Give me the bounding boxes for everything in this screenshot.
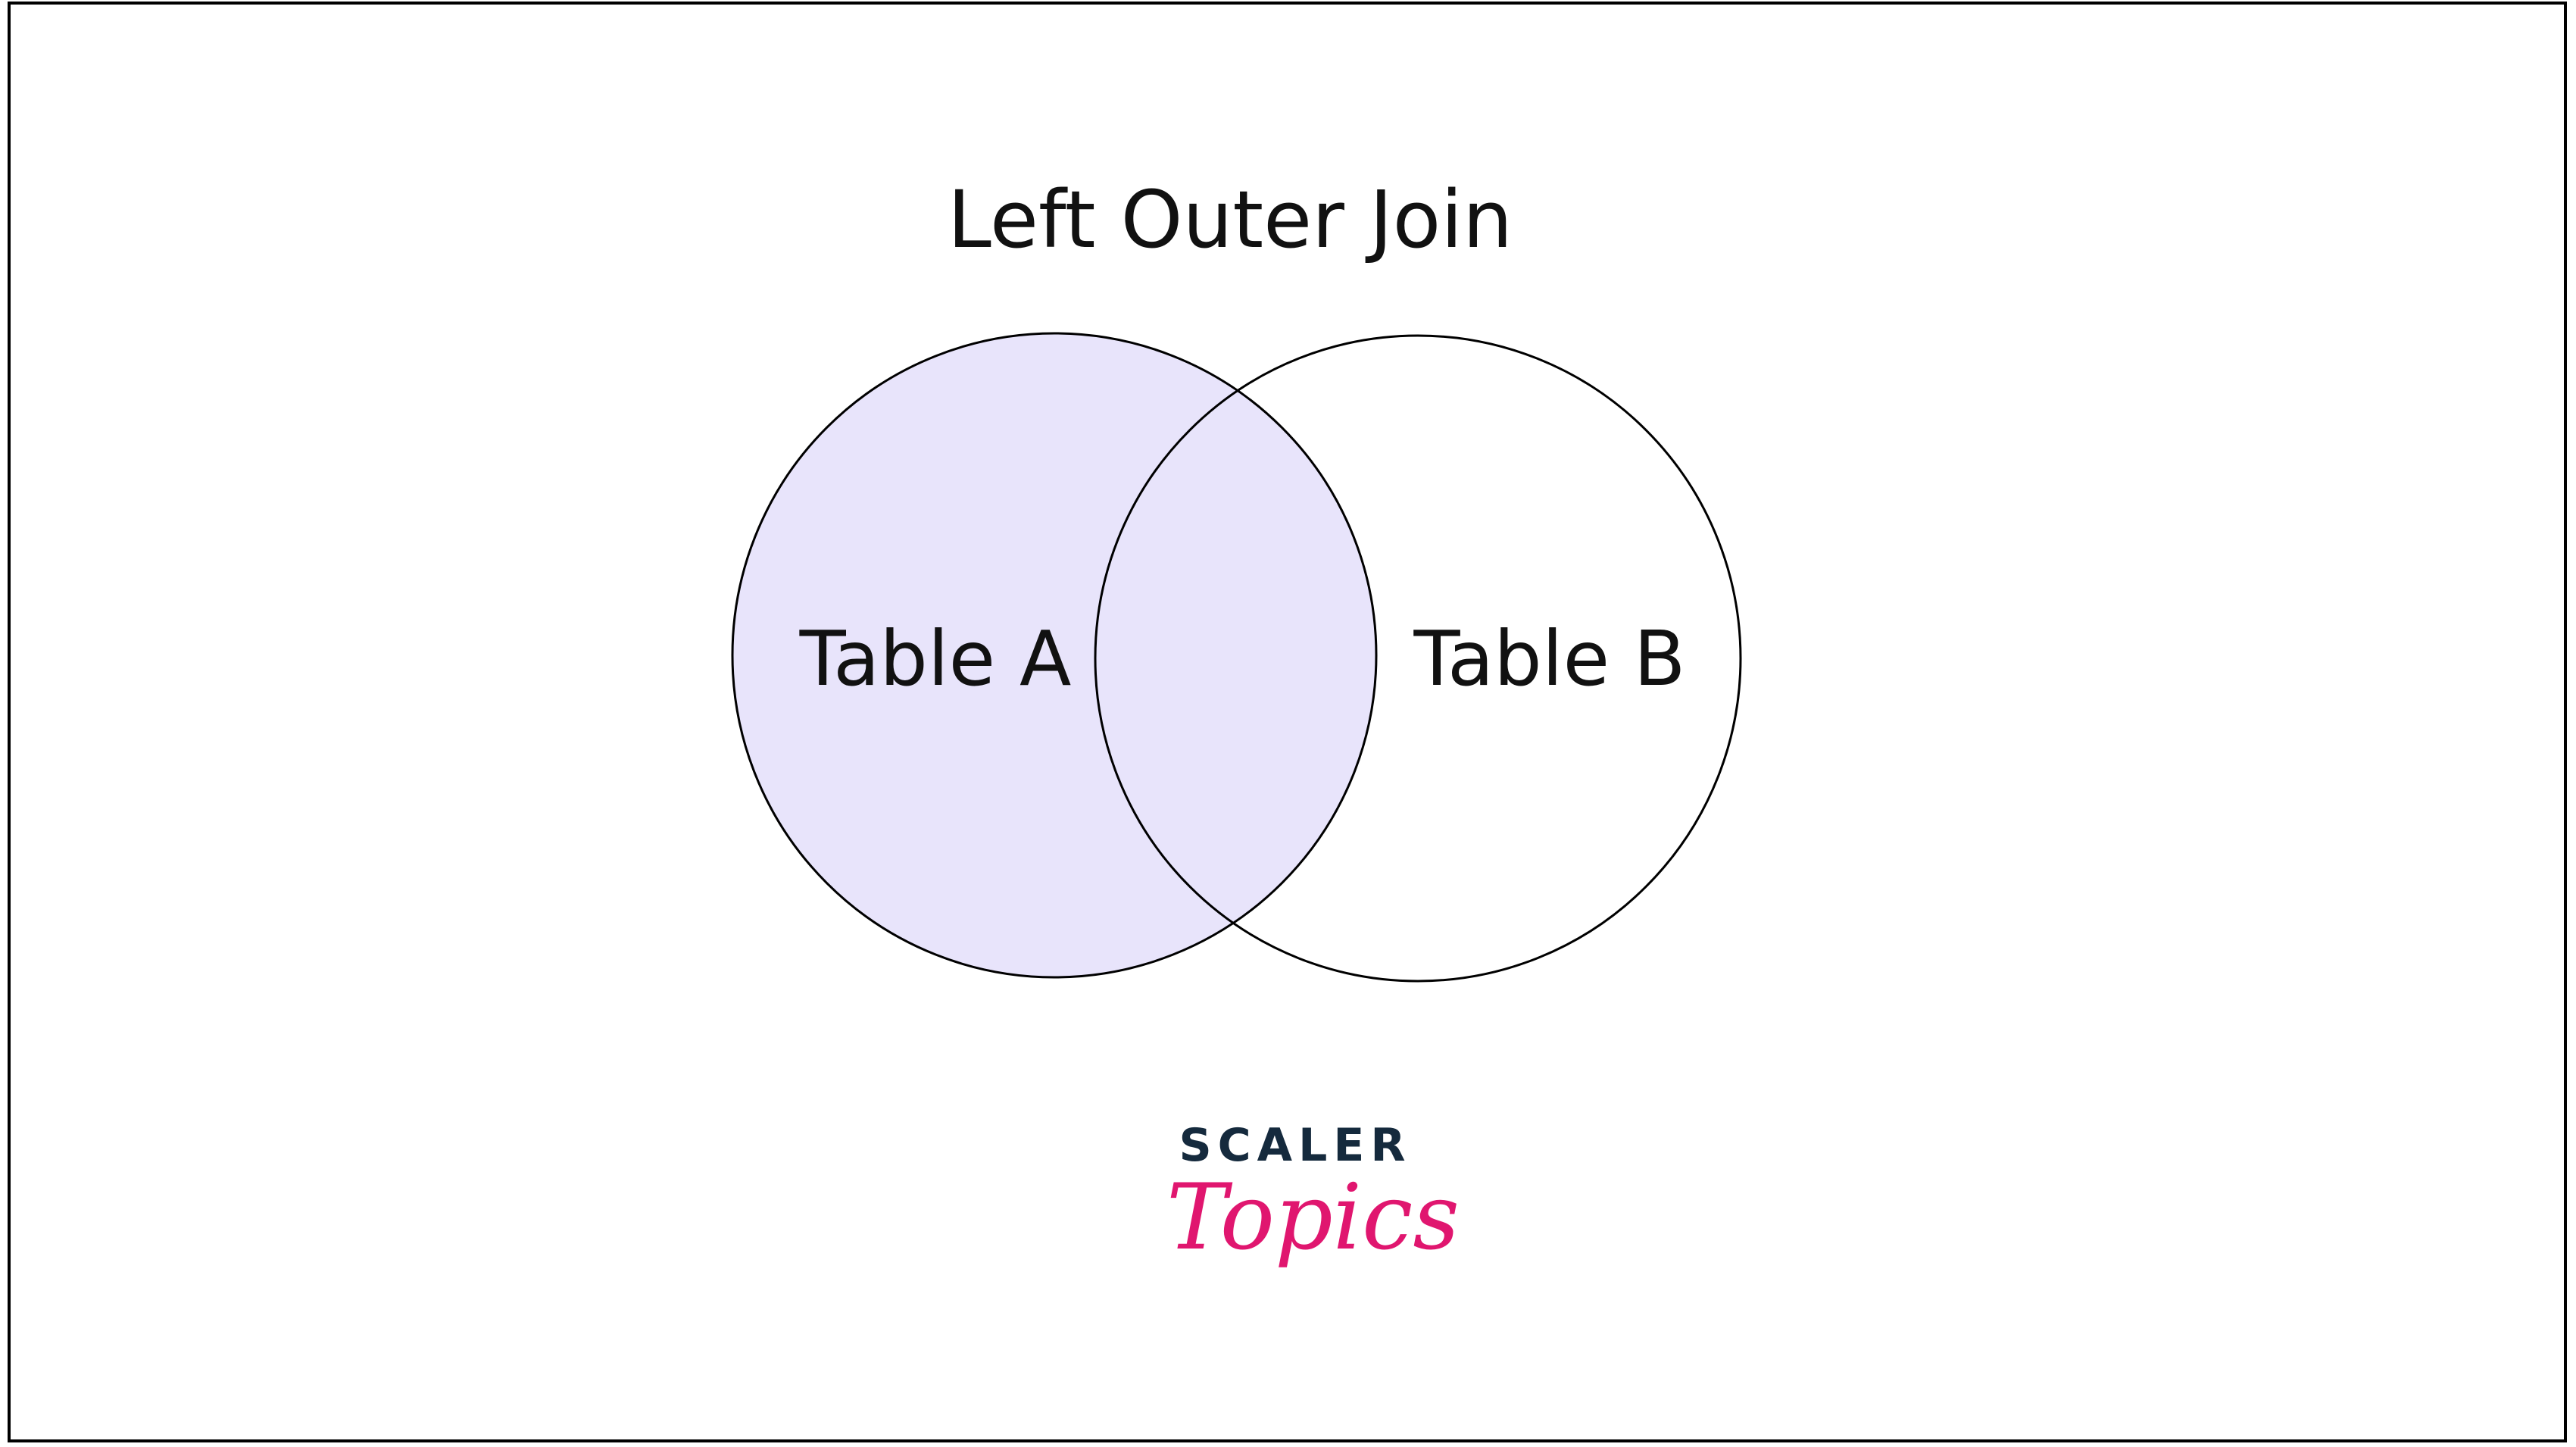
scaler-topics-logo: SCALER Topics [1166, 1114, 1460, 1311]
logo-topics-text: Topics [1166, 1165, 1460, 1270]
table-b-label: Table B [1413, 614, 1686, 703]
table-a-fill [732, 333, 1376, 977]
logo-scaler-text: SCALER [1179, 1119, 1412, 1172]
table-b-circle [1094, 334, 1742, 983]
table-a-label: Table A [799, 614, 1072, 703]
diagram-title: Left Outer Join [947, 173, 1513, 266]
table-a-circle [731, 332, 1378, 979]
